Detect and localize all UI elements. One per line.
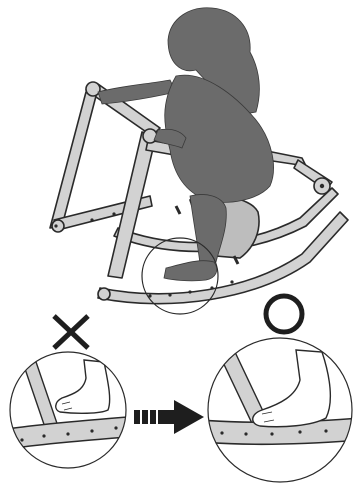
foot-detail-callout	[141, 237, 219, 315]
foot-correct	[252, 349, 331, 428]
incorrect-detail	[9, 351, 127, 469]
rear-rocker	[113, 187, 339, 253]
front-rocker	[97, 211, 349, 305]
foot-incorrect	[55, 359, 111, 415]
circle-mark-icon	[263, 293, 305, 335]
back-handle-frame	[49, 81, 161, 233]
rear-frame	[261, 149, 333, 195]
correct-detail	[207, 337, 353, 483]
right-arrow-icon	[134, 400, 204, 434]
incorrect-mark-text: ×	[0, 0, 9, 4]
cross-mark-icon	[52, 314, 90, 350]
correct-mark-text: ○	[0, 0, 10, 4]
rocking-chair-scene	[49, 7, 349, 315]
child-silhouette	[97, 7, 274, 282]
